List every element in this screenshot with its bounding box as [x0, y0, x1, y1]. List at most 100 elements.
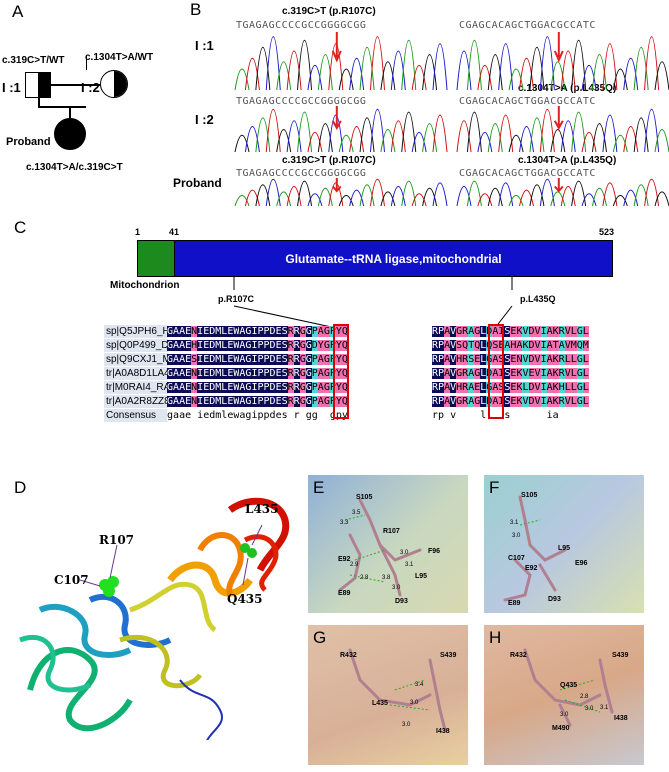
alignment-residue: G	[323, 396, 330, 407]
alignment-residue: Y	[335, 382, 342, 393]
alignment-residue: I	[540, 326, 547, 337]
alignment-residue: P	[311, 354, 318, 365]
residue-label: R432	[510, 652, 527, 659]
alignment-residue: E	[185, 396, 192, 407]
alignment-residue: I	[197, 354, 204, 365]
alignment-residue: G	[245, 326, 252, 337]
alignment-residue	[323, 410, 330, 421]
alignment-residue: Y	[335, 340, 342, 351]
trace-peak	[519, 126, 535, 153]
alignment-residue: D	[209, 354, 216, 365]
mutation-arrow	[554, 178, 564, 193]
trace-peak	[519, 57, 535, 91]
panel-e-view	[308, 475, 468, 613]
alignment-residue: Q	[341, 354, 348, 365]
trace-peak	[422, 54, 438, 91]
alignment-residue: G	[167, 382, 174, 393]
alignment-residue: E	[510, 326, 517, 337]
alignment-right-sequence: RPAVHRSELGASSENVDVIAKRLLGL	[432, 353, 589, 366]
alignment-residue: A	[546, 382, 553, 393]
trace-peak	[432, 43, 448, 91]
trace-peak	[560, 50, 576, 91]
alignment-residue: D	[528, 382, 535, 393]
alignment-residue: R	[293, 396, 300, 407]
chromatogram-row-label-3: Proband	[173, 176, 222, 190]
trace-peak	[307, 131, 323, 153]
alignment-residue: Q	[474, 340, 481, 351]
alignment-residue: H	[558, 382, 565, 393]
alignment-right-sequence: RPAVGRAGLDAISEKVDVIAKRVLGL	[432, 395, 589, 408]
alignment-residue	[534, 410, 541, 421]
alignment-residue: P	[257, 382, 264, 393]
alignment-residue: V	[450, 382, 457, 393]
alignment-residue: I	[251, 340, 258, 351]
alignment-residue: L	[582, 326, 589, 337]
chromatogram-row-label-1: I :1	[195, 38, 214, 53]
trace-peak	[307, 193, 323, 207]
alignment-residue: R	[293, 368, 300, 379]
alignment-residue: E	[185, 382, 192, 393]
alignment-residue: G	[305, 382, 312, 393]
trace-peak	[487, 123, 503, 153]
trace-peak	[560, 186, 576, 207]
alignment-residue: S	[468, 354, 475, 365]
alignment-residue: D	[209, 368, 216, 379]
alignment-residue: L	[221, 382, 228, 393]
residue-label: R107	[383, 528, 400, 535]
trace-peak	[529, 117, 545, 153]
trace-peak	[234, 195, 250, 207]
alignment-residue: d	[209, 410, 216, 421]
alignment-residue: V	[534, 326, 541, 337]
alignment-residue: G	[576, 368, 583, 379]
sequence-row2-right: CGAGCACAGCTGGACGCCATC	[459, 96, 596, 107]
residue-label: L95	[558, 545, 571, 552]
alignment-residue: K	[552, 354, 559, 365]
trace-peak	[623, 57, 639, 91]
alignment-residue: A	[492, 396, 499, 407]
alignment-residue: N	[516, 354, 523, 365]
trace-peak	[401, 180, 417, 207]
trace-peak	[390, 50, 406, 91]
trace-peak	[612, 68, 628, 91]
proband-genotype: c.1304T>A/c.319C>T	[26, 162, 123, 173]
mother-genotype: c.1304T>A/WT	[85, 52, 154, 63]
alignment-species-name: tr|A0A2R8ZZ88_PANPA	[104, 395, 214, 408]
mutation-label-r107c: p.R107C	[218, 294, 255, 304]
alignment-residue: g	[305, 410, 312, 421]
trace-peak	[529, 184, 545, 207]
alignment-residue: G	[245, 382, 252, 393]
alignment-residue	[474, 410, 481, 421]
alignment-species-name: Consensus	[104, 409, 168, 422]
alignment-residue: D	[528, 326, 535, 337]
alignment-residue: P	[329, 382, 336, 393]
alignment-residue: I	[498, 326, 505, 337]
alignment-residue: y	[341, 410, 348, 421]
alignment-residue: E	[203, 368, 210, 379]
alignment-residue: A	[444, 396, 451, 407]
alignment-residue: V	[522, 368, 529, 379]
protein-position-end: 523	[599, 227, 615, 237]
alignment-residue: I	[251, 396, 258, 407]
alignment-residue: W	[233, 354, 240, 365]
alignment-residue: V	[534, 354, 541, 365]
alignment-residue: A	[173, 368, 180, 379]
alignment-residue: P	[329, 354, 336, 365]
trace-peak	[317, 54, 333, 91]
distance-label: 3.1	[510, 520, 519, 526]
alignment-residue: R	[287, 354, 294, 365]
trace-peak	[602, 182, 618, 207]
residue-label: E96	[575, 560, 588, 567]
trace-peak	[644, 109, 660, 153]
residue-label: E89	[508, 600, 521, 607]
father-id: I :1	[2, 80, 21, 95]
alignment-residue: A	[546, 340, 553, 351]
alignment-residue: L	[480, 368, 487, 379]
trace-peak	[276, 191, 292, 207]
alignment-residue	[582, 410, 589, 421]
alignment-residue: L	[221, 354, 228, 365]
trace-peak	[581, 65, 597, 91]
alignment-residue: A	[558, 340, 565, 351]
alignment-residue: P	[257, 396, 264, 407]
alignment-residue: i	[546, 410, 553, 421]
alignment-residue: A	[179, 340, 186, 351]
